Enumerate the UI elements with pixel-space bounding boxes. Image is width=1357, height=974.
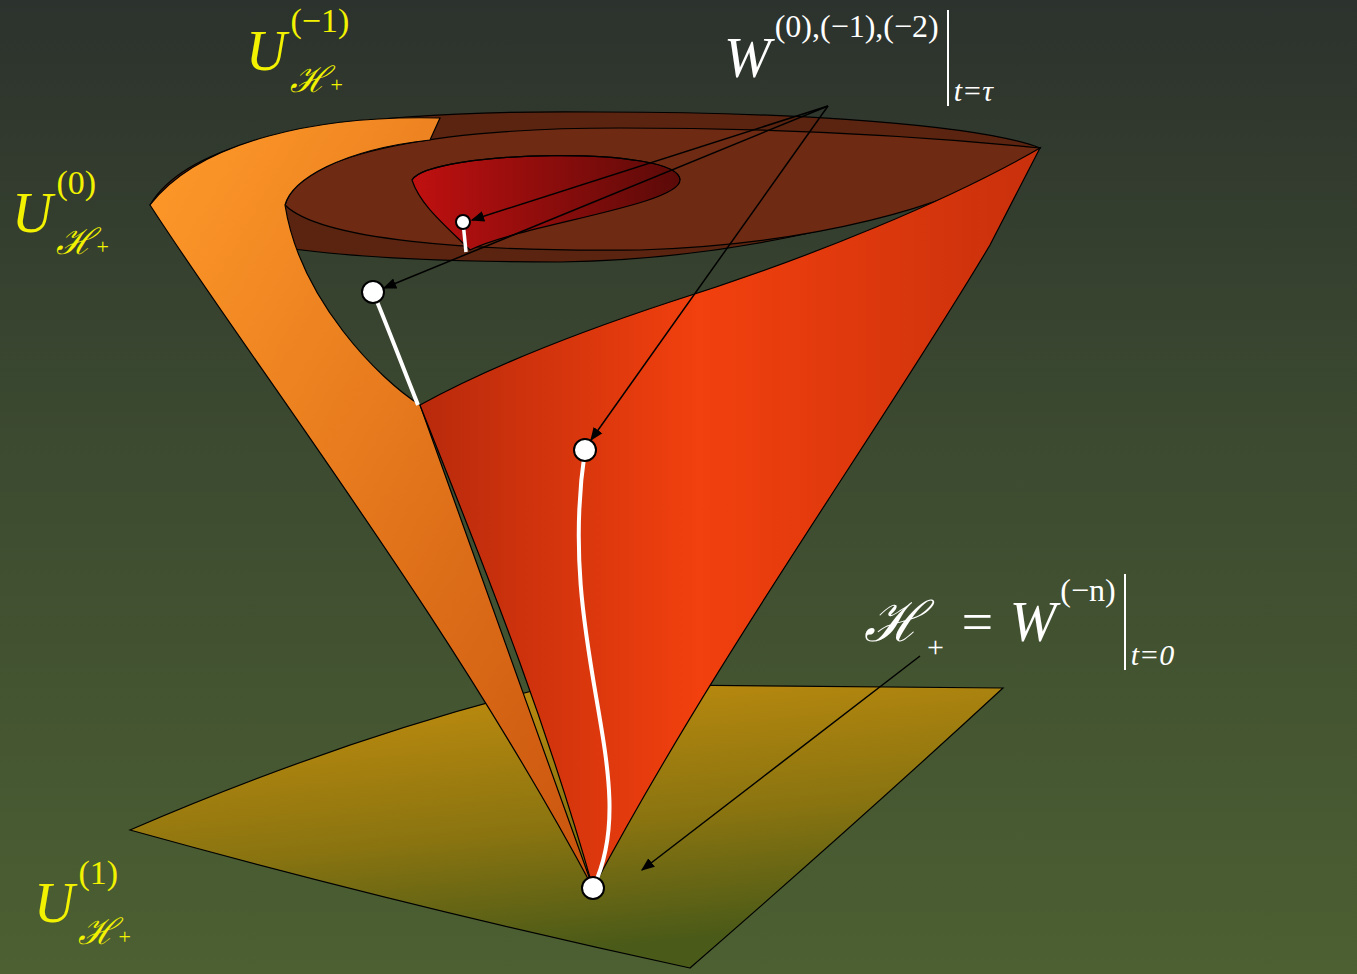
math-symbol: + <box>927 632 946 662</box>
leader-arrow <box>642 656 920 870</box>
math-symbol: ℋ <box>78 914 118 950</box>
math-base: U <box>12 185 54 241</box>
math-base: U <box>246 23 288 79</box>
math-script: (1) ℋ+ <box>78 856 132 950</box>
math-script: (−n) <box>1060 574 1117 670</box>
math-symbol: (−n) <box>1060 574 1117 606</box>
math-base: U <box>34 875 76 931</box>
leader-arrow <box>384 106 828 288</box>
superscript: (1) <box>78 856 132 890</box>
point <box>574 439 596 461</box>
formula: U(−1) ℋ+ <box>246 4 351 98</box>
math-symbol: + <box>118 926 132 948</box>
math-script: + <box>927 582 946 662</box>
point <box>456 215 470 229</box>
math-symbol: (0),(−1),(−2) <box>775 10 941 42</box>
math-script: (0),(−1),(−2) <box>775 10 941 106</box>
math-symbol: ℋ <box>56 224 96 260</box>
math-symbol: + <box>330 74 344 96</box>
subscript: ℋ+ <box>78 914 132 950</box>
math-symbol: (0) <box>56 166 98 200</box>
math-symbol: (1) <box>78 856 120 890</box>
superscript: (−n) <box>1060 574 1117 606</box>
math-symbol: = W <box>958 594 1058 650</box>
leader-arrow <box>472 106 828 220</box>
superscript: (−1) <box>290 4 351 38</box>
superscript: (0) <box>56 166 110 200</box>
math-symbol: t=τ <box>954 76 995 106</box>
leader-arrow <box>591 106 828 440</box>
math-symbol: U <box>12 185 54 241</box>
subscript: + <box>927 632 946 662</box>
math-symbol: (−1) <box>290 4 351 38</box>
superscript: (0),(−1),(−2) <box>775 10 941 42</box>
subscript: ℋ+ <box>290 62 351 98</box>
red-surface <box>420 148 1040 888</box>
inner-cone <box>412 156 680 250</box>
formula: U(0) ℋ+ <box>12 166 111 260</box>
formula: U(1) ℋ+ <box>34 856 133 950</box>
math-symbol: ℋ <box>864 594 925 650</box>
math-base: = W <box>946 594 1058 650</box>
math-symbol: t=0 <box>1131 640 1177 670</box>
math-symbol: W <box>724 30 773 86</box>
formula: ℋ+ = W(−n) t=0 <box>864 574 1176 670</box>
math-symbol: ℋ <box>290 62 330 98</box>
trajectory <box>373 292 418 405</box>
math-base: W <box>724 30 773 86</box>
subscript: t=0 <box>1131 640 1177 670</box>
subscript: ℋ+ <box>56 224 110 260</box>
math-base: ℋ <box>864 594 925 650</box>
math-symbol: U <box>34 875 76 931</box>
inner-cone-rim <box>412 156 680 180</box>
point <box>362 281 384 303</box>
math-script: (0) ℋ+ <box>56 166 110 260</box>
subscript: t=τ <box>954 76 995 106</box>
math-script: t=0 <box>1124 574 1177 670</box>
point <box>582 877 604 899</box>
math-script: (−1) ℋ+ <box>290 4 351 98</box>
trajectory <box>579 450 610 888</box>
formula: W(0),(−1),(−2) t=τ <box>724 10 995 106</box>
math-symbol: U <box>246 23 288 79</box>
math-symbol: + <box>96 236 110 258</box>
math-script: t=τ <box>947 10 995 106</box>
